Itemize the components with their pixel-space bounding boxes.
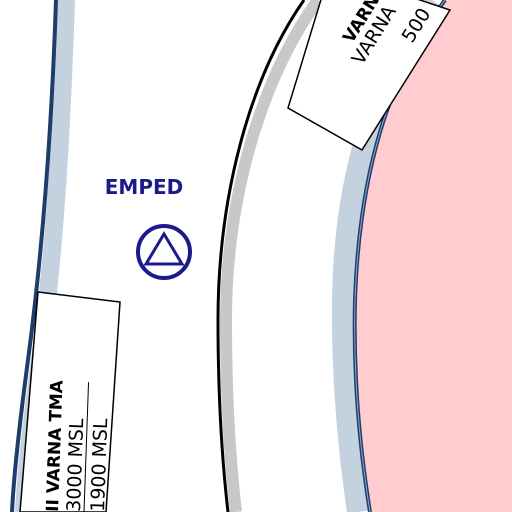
restricted-area-fill (354, 0, 512, 512)
airspace-label-left: II VARNA TMA 3000 MSL 1900 MSL (19, 291, 121, 512)
tma-lower-limit: 1900 MSL (87, 418, 112, 512)
waypoint-name: EMPED (105, 175, 184, 199)
triangle-in-circle-icon[interactable] (136, 224, 192, 280)
airspace-label-right: VARN VARNA 500 (287, 0, 452, 152)
tma-name: II VARNA TMA (43, 379, 68, 512)
tma-boundary-line (10, 0, 58, 512)
airspace-arc-gray (219, 0, 323, 512)
airspace-arc-black (216, 0, 306, 512)
